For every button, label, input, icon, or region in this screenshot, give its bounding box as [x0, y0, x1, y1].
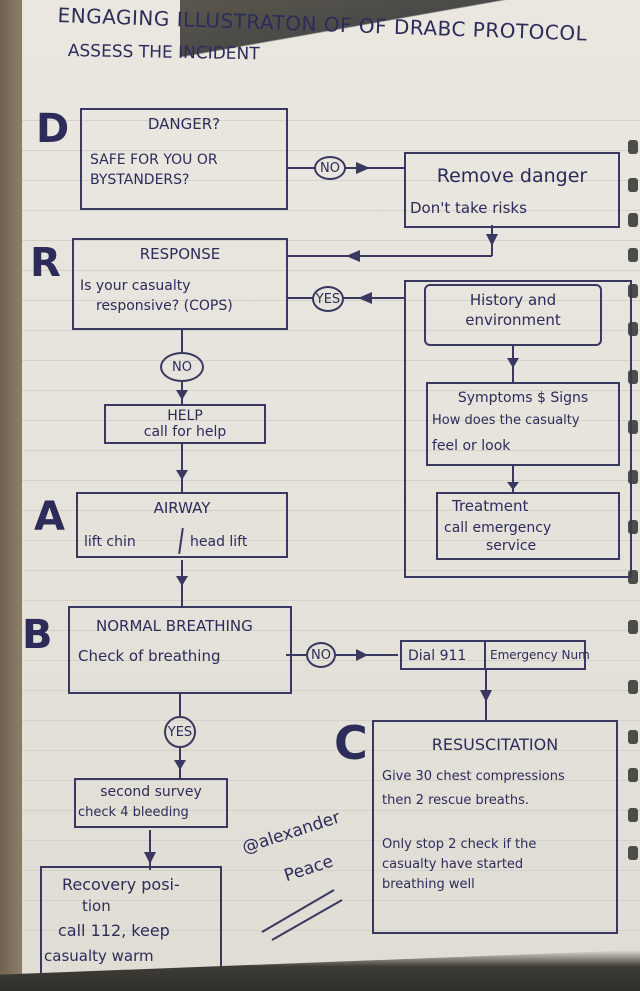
- dial-left: Dial 911: [408, 648, 467, 664]
- resuscitation-note-line: casualty have started: [382, 857, 524, 872]
- response-heading: RESPONSE: [139, 245, 221, 263]
- arrow-down-icon: [176, 470, 188, 480]
- airway-heading: AIRWAY: [153, 499, 211, 517]
- recovery-text-line: tion: [82, 897, 111, 915]
- danger-heading: DANGER?: [147, 115, 221, 133]
- step-letter-b: B: [22, 612, 53, 658]
- arrow-down-icon: [480, 690, 492, 702]
- arrowheads: [144, 162, 519, 864]
- history-text-line: History and: [469, 291, 557, 309]
- symptoms-text-line: How does the casualty: [432, 413, 580, 428]
- recovery-text-line: Recovery posi-: [62, 875, 180, 894]
- response-text-line: Is your casualty: [80, 278, 191, 294]
- recovery-box: Recovery posi- tion call 112, keep casua…: [40, 866, 222, 980]
- second-survey-text-line: check 4 bleeding: [78, 805, 189, 820]
- treatment-text-line: Treatment: [452, 497, 529, 515]
- breathing-text: Check of breathing: [78, 647, 221, 665]
- response-text-line: responsive? (COPS): [96, 298, 233, 314]
- danger-text-line: SAFE FOR YOU OR: [90, 152, 218, 168]
- arrow-down-icon: [176, 576, 188, 586]
- dial-right: Emergency Num: [490, 648, 590, 662]
- airway-box: AIRWAY lift chin head lift: [76, 492, 288, 558]
- airway-divider: [178, 527, 184, 555]
- arrow-down-icon: [507, 482, 519, 490]
- step-letter-c: C: [334, 716, 368, 770]
- help-box: HELP call for help: [104, 404, 266, 444]
- page-subtitle: ASSESS THE INCIDENT: [67, 41, 260, 65]
- arrow-left-icon: [346, 250, 360, 262]
- dial-box: Dial 911 Emergency Num: [400, 640, 590, 670]
- second-survey-box: second survey check 4 bleeding: [74, 778, 228, 828]
- dial-divider: [484, 642, 486, 670]
- resuscitation-heading: RESUSCITATION: [431, 735, 559, 754]
- airway-left: lift chin: [84, 534, 136, 550]
- resuscitation-box: RESUSCITATION Give 30 chest compressions…: [372, 720, 618, 934]
- decision-yes-breathing: YES: [164, 716, 196, 748]
- help-heading: HELP: [167, 408, 203, 424]
- step-letter-a: A: [34, 494, 65, 540]
- resuscitation-text-line: then 2 rescue breaths.: [382, 793, 529, 808]
- resuscitation-text-line: Give 30 chest compressions: [382, 769, 565, 784]
- history-box: History and environment: [424, 284, 602, 346]
- help-text: call for help: [143, 424, 227, 440]
- arrow-right-icon: [356, 162, 370, 174]
- symptoms-box: Symptoms $ Signs How does the casualty f…: [426, 382, 620, 466]
- arrow-right-icon: [356, 649, 368, 661]
- remove-danger-text: Don't take risks: [410, 199, 527, 217]
- second-survey-text-line: second survey: [100, 784, 202, 800]
- remove-danger-heading: Remove danger: [436, 165, 588, 187]
- symptoms-text-line: feel or look: [432, 438, 511, 454]
- treatment-text-line: service: [486, 538, 537, 554]
- arrow-down-icon: [176, 390, 188, 400]
- history-text-line: environment: [465, 311, 561, 329]
- remove-danger-box: Remove danger Don't take risks: [404, 152, 620, 228]
- decision-no-response: NO: [160, 352, 204, 382]
- airway-right: head lift: [190, 534, 248, 550]
- decision-no-breathing: NO: [306, 642, 336, 668]
- decision-yes-response: YES: [312, 286, 344, 312]
- step-letter-d: D: [36, 106, 70, 152]
- decision-no-danger: NO: [314, 156, 346, 180]
- breathing-box: NORMAL BREATHING Check of breathing: [68, 606, 292, 694]
- danger-box: DANGER? SAFE FOR YOU OR BYSTANDERS?: [80, 108, 288, 210]
- background-shadow: [180, 0, 640, 60]
- arrow-down-icon: [174, 760, 186, 770]
- step-letter-r: R: [30, 240, 61, 286]
- arrow-down-icon: [486, 234, 498, 246]
- danger-text-line: BYSTANDERS?: [90, 172, 190, 188]
- recovery-text-line: call 112, keep: [58, 921, 170, 940]
- assessment-container: [404, 280, 632, 578]
- arrow-left-icon: [358, 292, 372, 304]
- resuscitation-note-line: breathing well: [382, 877, 475, 892]
- treatment-text-line: call emergency: [444, 520, 552, 536]
- breathing-heading: NORMAL BREATHING: [96, 617, 253, 635]
- treatment-box: Treatment call emergency service: [436, 492, 620, 560]
- symptoms-text-line: Symptoms $ Signs: [457, 390, 589, 406]
- arrow-down-icon: [507, 358, 519, 368]
- response-box: RESPONSE Is your casualty responsive? (C…: [72, 238, 288, 330]
- resuscitation-note-line: Only stop 2 check if the: [382, 837, 537, 852]
- recovery-text-line: casualty warm: [44, 947, 154, 965]
- arrow-down-icon: [144, 852, 156, 864]
